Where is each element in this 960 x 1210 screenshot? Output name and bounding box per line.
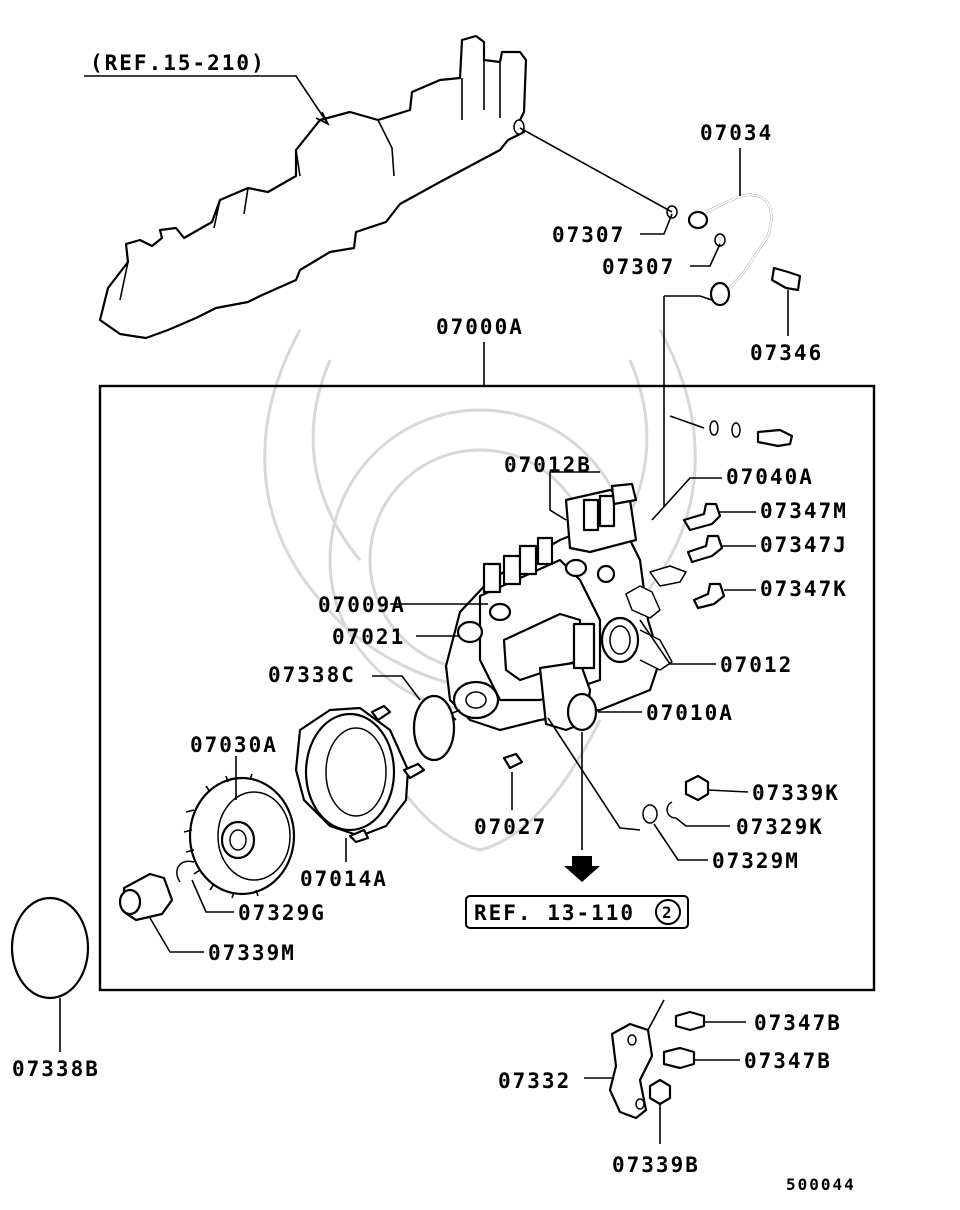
leader-07339K xyxy=(707,789,749,793)
label-07307-b: 07307 xyxy=(602,255,675,279)
label-07030A: 07030A xyxy=(190,733,278,757)
leader-07329M xyxy=(653,823,708,861)
bolt-07347M xyxy=(682,502,722,532)
nut-07339B xyxy=(648,1078,672,1106)
leak-off-pipe xyxy=(666,193,802,307)
clip-07329K xyxy=(666,801,677,819)
label-07021: 07021 xyxy=(332,625,405,649)
assembly-box xyxy=(98,384,876,992)
label-07329K: 07329K xyxy=(736,815,824,839)
label-07034: 07034 xyxy=(700,121,773,145)
leader-pump-07329M xyxy=(547,717,641,831)
o-ring-07338C xyxy=(412,694,456,762)
leader-07329G xyxy=(191,879,234,913)
nut-07339K xyxy=(684,774,710,802)
label-07339B: 07339B xyxy=(612,1153,700,1177)
ref-13-110-label: REF. 13-110 xyxy=(474,901,635,925)
key-07027 xyxy=(502,752,524,770)
label-07010A: 07010A xyxy=(646,701,734,725)
label-07347J: 07347J xyxy=(760,533,848,557)
bolt-07347J xyxy=(686,534,724,564)
bolt-07347B-b xyxy=(662,1046,696,1070)
leader-07338C xyxy=(372,675,421,701)
bracket-07332 xyxy=(608,1022,654,1120)
label-07346: 07346 xyxy=(750,341,823,365)
ref-arrow xyxy=(315,111,330,126)
leader-07040A xyxy=(651,477,722,521)
leader-bracket-top xyxy=(647,999,665,1031)
injection-pump xyxy=(444,482,687,732)
leader-07012 xyxy=(639,619,716,665)
leader-pipe-main xyxy=(664,295,713,301)
washer-07329M xyxy=(642,804,658,824)
leader-07307b xyxy=(690,243,721,267)
drive-gear xyxy=(183,773,296,899)
label-07009A: 07009A xyxy=(318,593,406,617)
label-07338B: 07338B xyxy=(12,1057,100,1081)
sleeve-07339M xyxy=(118,872,174,922)
label-07012: 07012 xyxy=(720,653,793,677)
label-07339K: 07339K xyxy=(752,781,840,805)
ref-13-110-box: REF. 13-110 2 xyxy=(465,895,689,929)
label-07329M: 07329M xyxy=(712,849,800,873)
label-07012B: 07012B xyxy=(504,453,592,477)
diagram-id: 500044 xyxy=(786,1175,856,1194)
label-07040A: 07040A xyxy=(726,465,814,489)
o-ring-07338B xyxy=(10,896,90,1000)
leader-07339M xyxy=(149,917,204,953)
label-07307-a: 07307 xyxy=(552,223,625,247)
ref-down-arrow xyxy=(564,856,600,882)
leader-07307a xyxy=(640,213,673,235)
ref-15-210-label: (REF.15-210) xyxy=(90,51,266,75)
label-07347K: 07347K xyxy=(760,577,848,601)
gear-case xyxy=(294,704,426,844)
label-07347B-b: 07347B xyxy=(744,1049,832,1073)
leader-manifold-07307 xyxy=(519,127,673,213)
label-07347B-a: 07347B xyxy=(754,1011,842,1035)
label-07027: 07027 xyxy=(474,815,547,839)
label-07000A: 07000A xyxy=(436,315,524,339)
leader-07012B xyxy=(549,471,600,521)
bolt-07347K xyxy=(692,582,726,610)
leader-07329K xyxy=(675,817,730,827)
circlip-07329G xyxy=(176,860,195,883)
label-07332: 07332 xyxy=(498,1069,571,1093)
label-07014A: 07014A xyxy=(300,867,388,891)
label-07347M: 07347M xyxy=(760,499,848,523)
ref-15-210-leader xyxy=(84,75,329,125)
washers-bolt-set xyxy=(669,415,794,448)
ref-13-110-circle-number: 2 xyxy=(662,903,674,922)
intake-manifold xyxy=(98,34,528,340)
label-07338C: 07338C xyxy=(268,663,356,687)
bolt-07347B-a xyxy=(674,1010,706,1032)
label-07339M: 07339M xyxy=(208,941,296,965)
label-07329G: 07329G xyxy=(238,901,326,925)
